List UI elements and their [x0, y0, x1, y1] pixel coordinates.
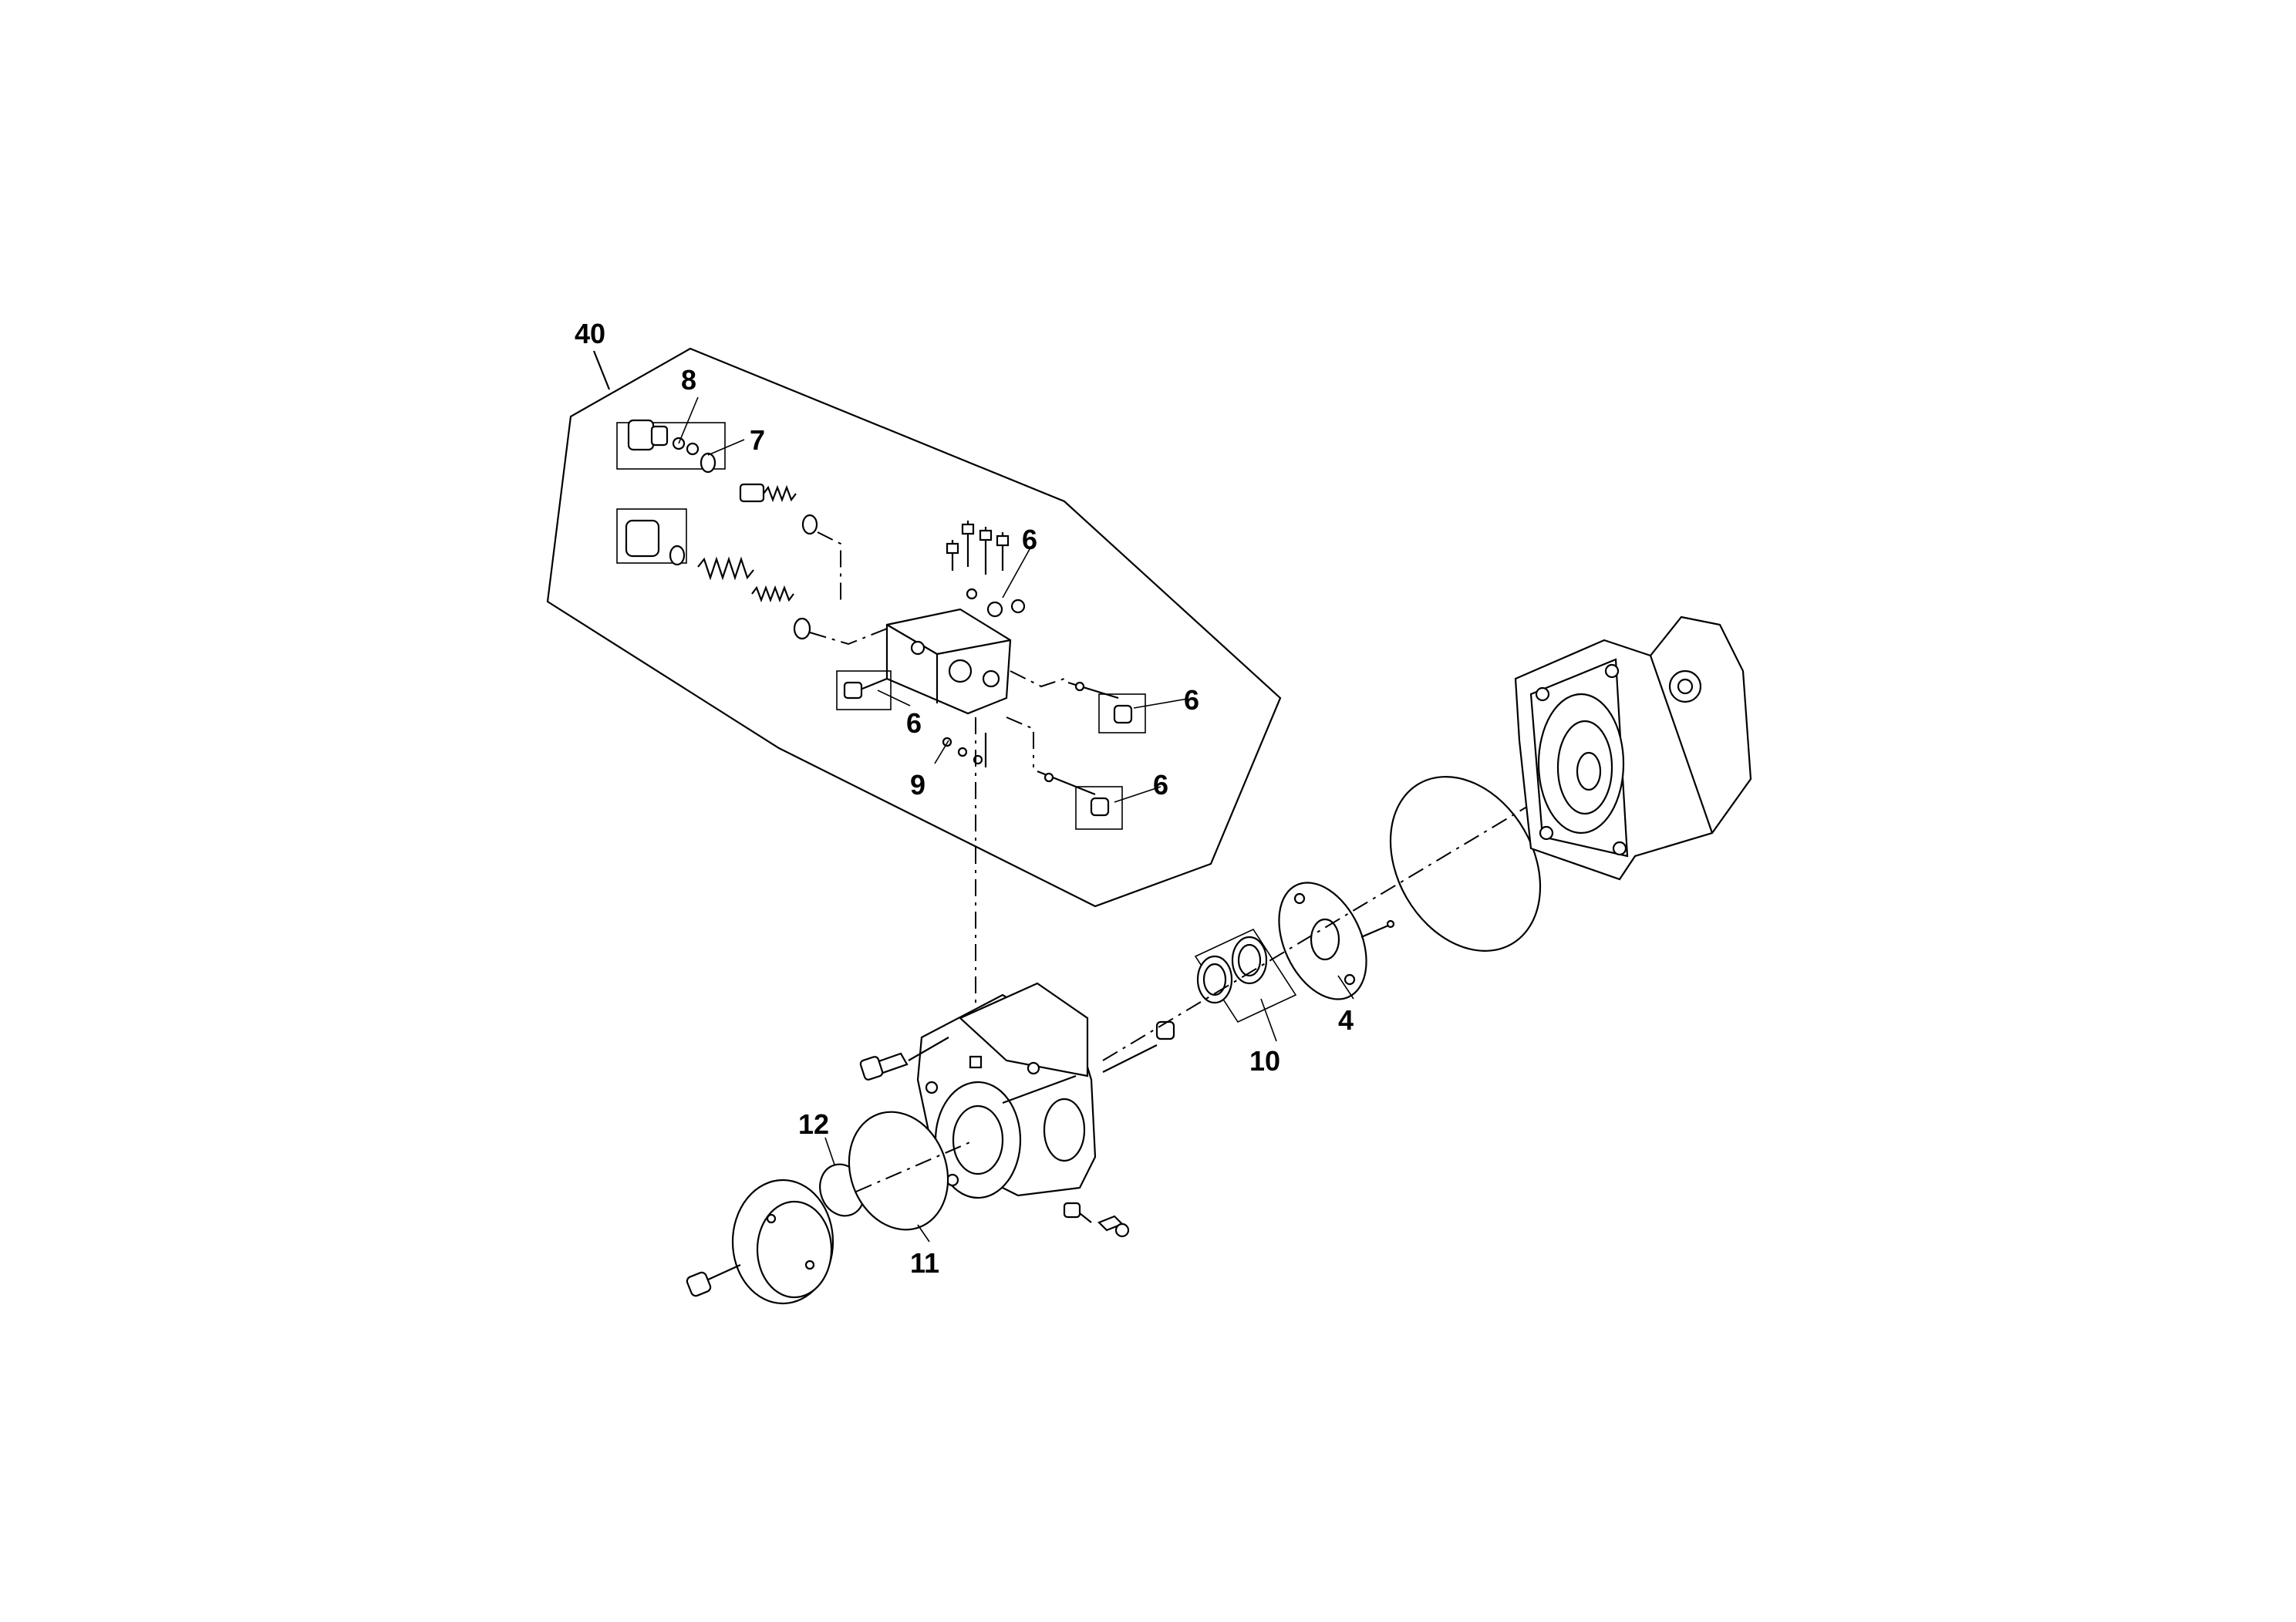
callout-40: 40 — [575, 318, 605, 349]
housing-bolt-left — [859, 1037, 949, 1081]
pump-housing — [916, 982, 1097, 1199]
callout-6-right-lower: 6 — [1153, 769, 1168, 801]
callout-12: 12 — [798, 1108, 829, 1140]
bolt-set-upper — [946, 521, 1010, 575]
leader-lines — [678, 396, 1354, 1243]
link-line-cover — [855, 1141, 973, 1192]
callout-6-left: 6 — [906, 707, 922, 739]
end-cover-plate — [686, 1179, 834, 1305]
callout-11: 11 — [910, 1247, 939, 1279]
callout-8: 8 — [681, 364, 696, 396]
o-ring-large — [1389, 776, 1542, 952]
housing-bolts-right — [1063, 1020, 1175, 1238]
callout-4: 4 — [1338, 1004, 1354, 1036]
callout-6-top: 6 — [1022, 524, 1037, 555]
callout-10: 10 — [1249, 1045, 1280, 1077]
subassembly-boundary-40 — [546, 347, 1282, 908]
valve-plate-4 — [1278, 882, 1395, 1000]
link-line-main-axis — [1102, 778, 1574, 1061]
callout-labels: 40 8 7 6 6 6 6 9 10 4 12 11 — [575, 318, 1354, 1279]
valve-block-assembly — [616, 419, 1146, 830]
bearing-set-10 — [1194, 928, 1297, 1023]
callout-7: 7 — [750, 424, 765, 456]
callout-9: 9 — [910, 769, 925, 801]
valve-block-body — [885, 588, 1026, 715]
callout-6-right-upper: 6 — [1184, 684, 1199, 716]
main-pump-body — [1514, 615, 1752, 881]
